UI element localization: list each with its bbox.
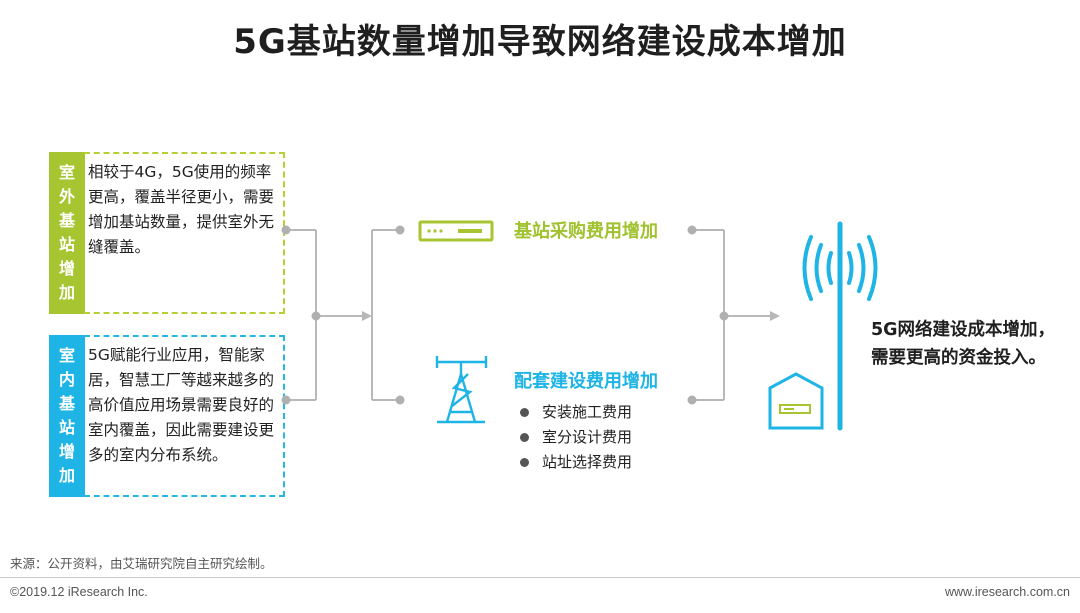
list-item: 安装施工费用	[518, 400, 632, 425]
outdoor-tag: 室外基站增加	[49, 152, 85, 314]
outdoor-tag-label: 室外基站增加	[58, 163, 75, 302]
indoor-description: 5G赋能行业应用，智能家居，智慧工厂等越来越多的高价值应用场景需要良好的室内覆盖…	[88, 346, 275, 464]
source-note: 来源：公开资料，由艾瑞研究院自主研究绘制。	[10, 556, 273, 571]
list-item: 站址选择费用	[518, 450, 632, 475]
support-cost-list: 安装施工费用 室分设计费用 站址选择费用	[518, 400, 632, 475]
indoor-tag: 室内基站增加	[49, 335, 85, 497]
connector-dots	[281, 225, 729, 405]
outdoor-description: 相较于4G，5G使用的频率更高，覆盖半径更小，需要增加基站数量，提供室外无缝覆盖…	[88, 163, 275, 256]
equipment-cost-label: 基站采购费用增加	[514, 221, 658, 242]
copyright-text: ©2019.12 iResearch Inc.	[10, 585, 148, 599]
footer-divider	[0, 577, 1080, 578]
result-line-2: 需要更高的资金投入。	[871, 348, 1046, 368]
server-rack-icon	[418, 220, 494, 242]
support-cost-label: 配套建设费用增加	[514, 371, 658, 392]
indoor-description-box: 5G赋能行业应用，智能家居，智慧工厂等越来越多的高价值应用场景需要良好的室内覆盖…	[84, 335, 285, 497]
connector-arrows	[362, 311, 780, 321]
indoor-tag-label: 室内基站增加	[58, 346, 75, 485]
list-item: 室分设计费用	[518, 425, 632, 450]
page-title: 5G基站数量增加导致网络建设成本增加	[233, 22, 847, 62]
result-text: 5G网络建设成本增加， 需要更高的资金投入。	[871, 316, 1055, 372]
website-link[interactable]: www.iresearch.com.cn	[944, 585, 1070, 599]
antenna-signal-icon	[802, 221, 878, 431]
result-line-1: 5G网络建设成本增加，	[871, 320, 1056, 340]
cell-tower-icon	[435, 356, 488, 424]
building-icon	[768, 372, 824, 430]
